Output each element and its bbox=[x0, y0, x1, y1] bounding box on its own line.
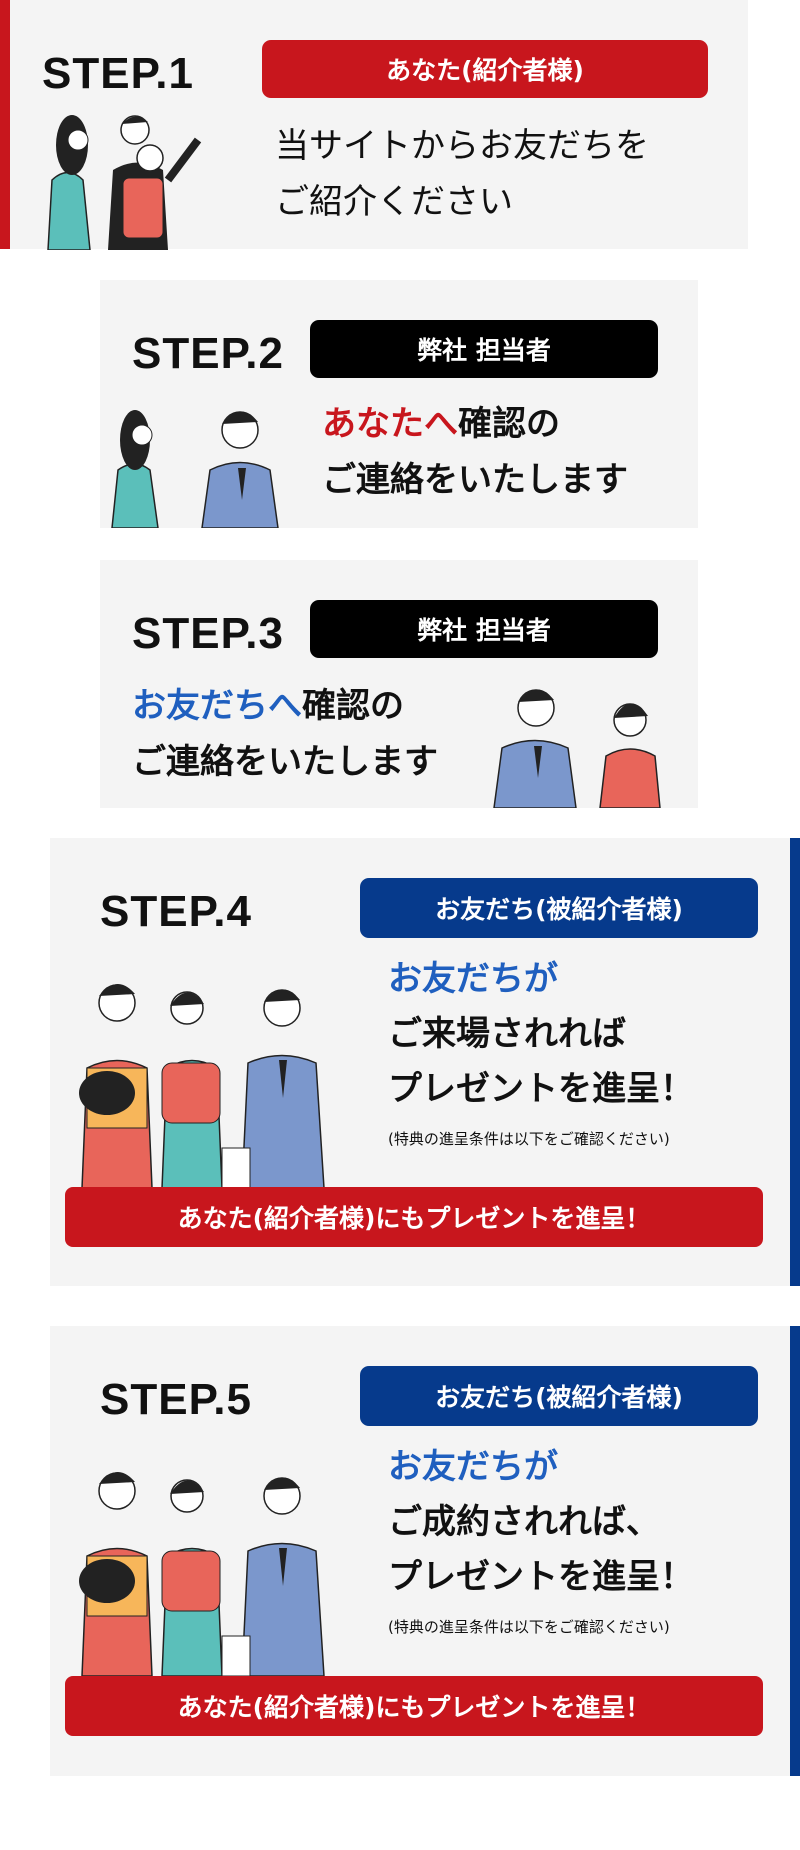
step-4-card: STEP.4 お友だち(被紹介者様) お友だちが ご来場されれば プレゼントを進… bbox=[50, 838, 800, 1286]
group-illustration bbox=[79, 983, 325, 1188]
step-5-card: STEP.5 お友だち(被紹介者様) お友だちが ご成約されれば、 プレゼントを… bbox=[50, 1326, 800, 1776]
step-description: お友だちへ確認の ご連絡をいたします bbox=[132, 678, 438, 790]
group-illustration bbox=[79, 1471, 325, 1676]
step-2-card: STEP.2 弊社 担当者 あなたへ確認の ご連絡をいたします bbox=[100, 280, 698, 528]
description-line: 当サイトからお友だちを bbox=[275, 126, 649, 166]
description-line: 確認の bbox=[302, 686, 404, 726]
description-line: ご連絡をいたします bbox=[322, 460, 628, 500]
description-line: ご紹介ください bbox=[275, 182, 513, 222]
staff-and-friend-illustration bbox=[493, 689, 661, 808]
step-1-card: STEP.1 あなた(紹介者様) 当サイトからお友だちを ご紹介ください bbox=[0, 0, 748, 250]
role-badge: あなた(紹介者様) bbox=[262, 40, 708, 98]
step-description: お友だちが ご成約されれば、 プレゼントを進呈！ bbox=[388, 1440, 694, 1605]
step-description: あなたへ確認の ご連絡をいたします bbox=[322, 396, 628, 508]
step-description: 当サイトからお友だちを ご紹介ください bbox=[275, 118, 649, 230]
step-label: STEP.1 bbox=[42, 49, 194, 98]
accent-bar bbox=[0, 0, 10, 249]
accent-bar bbox=[790, 838, 800, 1286]
step-3-card: STEP.3 弊社 担当者 お友だちへ確認の ご連絡をいたします bbox=[100, 560, 698, 808]
referrer-gift-banner: あなた(紹介者様)にもプレゼントを進呈！ bbox=[65, 1187, 763, 1247]
description-line: ご来場されれば bbox=[388, 1014, 626, 1054]
highlight-text: お友だちが bbox=[388, 959, 558, 999]
step-label: STEP.5 bbox=[100, 1375, 252, 1424]
description-line: ご成約されれば、 bbox=[388, 1502, 660, 1542]
description-line: 確認の bbox=[458, 404, 560, 444]
highlight-text: あなたへ bbox=[322, 404, 458, 444]
step-label: STEP.3 bbox=[132, 609, 284, 658]
role-badge: 弊社 担当者 bbox=[310, 320, 658, 378]
referrer-gift-banner: あなた(紹介者様)にもプレゼントを進呈！ bbox=[65, 1676, 763, 1736]
step-label: STEP.4 bbox=[100, 887, 252, 936]
step-description: お友だちが ご来場されれば プレゼントを進呈！ bbox=[388, 952, 694, 1117]
description-line: プレゼントを進呈！ bbox=[388, 1069, 694, 1109]
role-badge: お友だち(被紹介者様) bbox=[360, 878, 758, 938]
role-badge: お友だち(被紹介者様) bbox=[360, 1366, 758, 1426]
accent-bar bbox=[790, 1326, 800, 1776]
step-label: STEP.2 bbox=[132, 329, 284, 378]
description-line: ご連絡をいたします bbox=[132, 742, 438, 782]
description-line: プレゼントを進呈！ bbox=[388, 1557, 694, 1597]
family-illustration bbox=[47, 115, 202, 250]
conditions-note: (特典の進呈条件は以下をご確認ください) bbox=[388, 1130, 670, 1148]
highlight-text: お友だちへ bbox=[132, 686, 302, 726]
conditions-note: (特典の進呈条件は以下をご確認ください) bbox=[388, 1618, 670, 1636]
highlight-text: お友だちが bbox=[388, 1447, 558, 1487]
customer-and-staff-illustration bbox=[111, 410, 279, 528]
role-badge: 弊社 担当者 bbox=[310, 600, 658, 658]
